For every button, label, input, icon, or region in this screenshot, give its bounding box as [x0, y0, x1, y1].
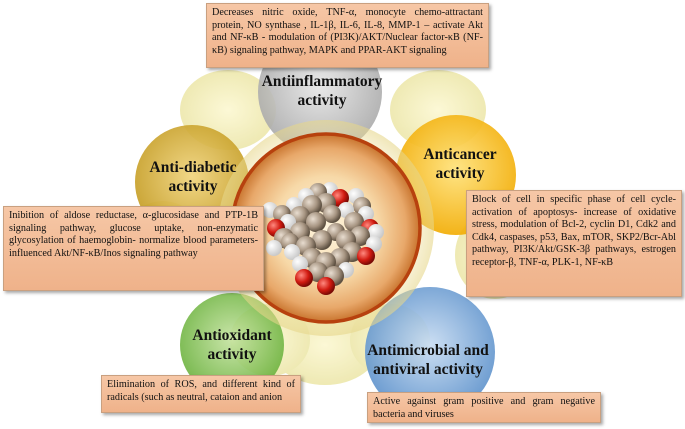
antioxidant-title-line: Antioxidant: [192, 327, 272, 344]
antimicrobial-box: Active against gram positive and gram ne…: [367, 392, 601, 423]
antiinflammatory-title-line: activity: [297, 92, 347, 109]
atom-sphere: [306, 212, 326, 232]
antiinflammatory-box: Decreases nitric oxide, TNF-α, monocyte …: [206, 3, 489, 68]
molecule-icon: [262, 182, 384, 295]
anticancer-title: Anticancer activity: [405, 145, 515, 183]
antidiabetic-title-line: activity: [168, 178, 218, 195]
antimicrobial-title: Antimicrobial and antiviral activity: [343, 341, 513, 379]
atom-sphere: [266, 240, 282, 256]
atom-sphere: [284, 244, 300, 260]
antimicrobial-title-line: Antimicrobial and: [367, 342, 489, 359]
antioxidant-circle: [180, 293, 284, 397]
atom-sphere: [292, 256, 308, 272]
antioxidant-title-line: activity: [207, 346, 257, 363]
antioxidant-box: Elimination of ROS, and different kind o…: [101, 375, 301, 413]
antidiabetic-title-line: Anti-diabetic: [149, 159, 237, 176]
antioxidant-title: Antioxidant activity: [172, 326, 292, 364]
atom-sphere: [308, 262, 328, 282]
antimicrobial-title-line: antiviral activity: [373, 361, 483, 378]
antimicrobial-circle: [365, 287, 495, 417]
anticancer-title-line: activity: [435, 165, 485, 182]
atom-sphere: [312, 230, 332, 250]
atom-sphere: [323, 205, 341, 223]
atom-sphere: [357, 247, 375, 265]
antiinflammatory-title-line: Antiinflammatory: [261, 73, 383, 90]
atom-sphere: [295, 269, 313, 287]
antidiabetic-title: Anti-diabetic activity: [128, 158, 258, 196]
atom-sphere: [317, 277, 335, 295]
antiinflammatory-title: Antiinflammatory activity: [240, 72, 404, 110]
anticancer-box: Block of cell in specific phase of cell …: [466, 190, 682, 297]
atom-sphere: [368, 224, 384, 240]
center-disc: [232, 134, 420, 322]
anticancer-title-line: Anticancer: [423, 146, 497, 163]
antidiabetic-box: Inibition of aldose reductase, α-glucosi…: [3, 206, 264, 291]
